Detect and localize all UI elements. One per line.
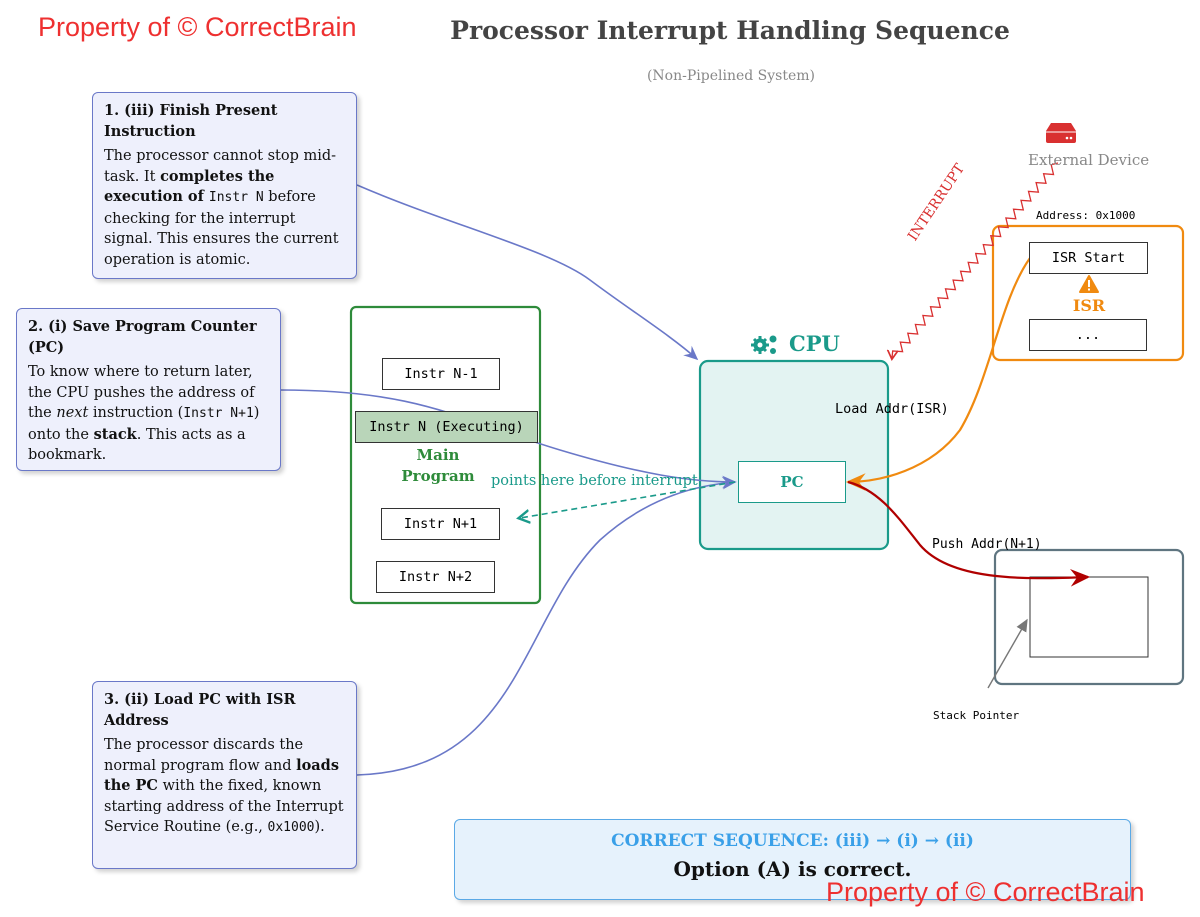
arrow-step1 (356, 184, 699, 361)
load-isr-arrow (845, 257, 1031, 491)
server-icon (1046, 123, 1076, 143)
arrow-step2 (280, 389, 737, 489)
note-step2: 2. (i) Save Program Counter (PC) To know… (16, 308, 281, 471)
note-heading: 2. (i) Save Program Counter (PC) (28, 318, 257, 356)
external-device-label: External Device (1028, 151, 1150, 169)
note-text: The processor cannot stop mid-task. It (104, 148, 337, 185)
note-step1: 1. (iii) Finish Present Instruction The … (92, 92, 357, 279)
instr-n-minus-1: Instr N-1 (382, 358, 500, 390)
final-answer-box: CORRECT SEQUENCE: (iii) → (i) → (ii) Opt… (454, 819, 1131, 900)
pc-pointer-arrow (520, 481, 736, 518)
arrow-step3 (356, 476, 737, 776)
pc-pointer-label: points here before interrupt (491, 473, 698, 489)
note-heading: 3. (ii) Load PC with ISR Address (104, 691, 296, 729)
note-text: To know where to return later, the CPU p… (28, 364, 255, 421)
page-title: Processor Interrupt Handling Sequence (450, 16, 1010, 45)
note-text: . This acts as a bookmark. (28, 426, 246, 464)
note-text: instruction ( (88, 405, 184, 421)
note-bold: loads the PC (104, 756, 339, 795)
cpu-label: CPU (789, 331, 840, 356)
push-label: Push Addr(N+1) (932, 537, 1042, 552)
stack-frame (993, 548, 1185, 686)
load-isr-label: Load Addr(ISR) (835, 401, 949, 417)
interrupt-signal (892, 162, 1059, 358)
instr-n-plus-1: Instr N+1 (381, 508, 500, 540)
note-code: Instr N+1 (183, 406, 254, 421)
watermark: Property of © CorrectBrain (38, 12, 357, 42)
correct-sequence: CORRECT SEQUENCE: (iii) → (i) → (ii) (611, 831, 974, 851)
page-subtitle: (Non-Pipelined System) (646, 68, 816, 84)
answer-text: Option (A) is correct. (673, 857, 912, 881)
watermark: Property of © CorrectBrain (826, 877, 1145, 907)
instr-n-executing: Instr N (Executing) (355, 411, 538, 443)
cpu-frame (698, 359, 890, 551)
note-text: ) onto the (28, 405, 260, 443)
note-bold: completes the execution of (104, 167, 275, 206)
note-heading: 1. (iii) Finish Present Instruction (104, 102, 278, 140)
isr-address: Address: 0x1000 (1036, 209, 1136, 222)
stack-pointer-arrow (987, 618, 1028, 689)
note-step3: 3. (ii) Load PC with ISR Address The pro… (92, 681, 357, 869)
note-code: 0x1000 (267, 820, 315, 835)
main-program-frame (349, 305, 542, 605)
warning-icon (1079, 275, 1099, 293)
main-program-label-line2: Program (401, 467, 475, 485)
note-code: Instr N (208, 190, 264, 205)
note-text: ). (314, 819, 325, 835)
note-italic: next (56, 405, 89, 421)
stack-slot (1029, 576, 1149, 658)
isr-start: ISR Start (1029, 242, 1148, 274)
main-program-label-line1: Main (416, 446, 460, 464)
stack-pointer-label: Stack Pointer (933, 709, 1020, 722)
isr-body: ... (1029, 319, 1147, 351)
note-text: with the fixed, known starting address o… (104, 778, 344, 835)
isr-frame (991, 224, 1185, 362)
gears-icon (751, 335, 777, 354)
instr-n-plus-2: Instr N+2 (376, 561, 495, 593)
isr-label: ISR (1072, 296, 1106, 315)
note-bold: stack (93, 425, 137, 443)
push-arrow (847, 480, 1091, 587)
program-counter: PC (738, 461, 846, 503)
note-text: before checking for the interrupt signal… (104, 189, 339, 268)
note-text: The processor discards the normal progra… (104, 737, 304, 774)
